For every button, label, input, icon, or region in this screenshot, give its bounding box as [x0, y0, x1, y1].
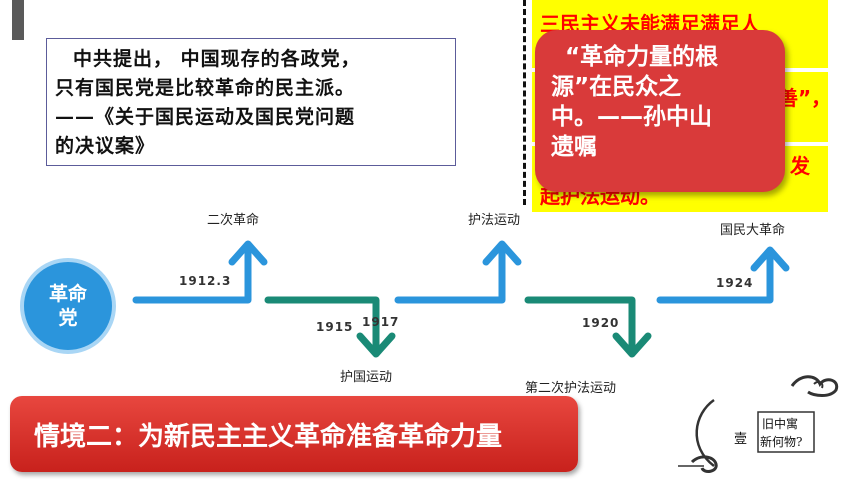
event-second-constitution-protection: 第二次护法运动	[525, 381, 617, 396]
event-constitution-protection: 护法运动	[468, 213, 521, 228]
decoration-line-1: 旧中寓	[762, 417, 799, 431]
timeline-arrows	[132, 240, 790, 358]
decoration-char: 壹	[734, 432, 748, 447]
event-protect-country: 护国运动	[340, 370, 393, 385]
callout-line-2: 源”在民众之	[551, 74, 682, 100]
event-national-revolution: 国民大革命	[720, 223, 786, 238]
dashed-divider	[523, 0, 526, 205]
revolutionary-party-circle: 革命 党	[20, 258, 116, 354]
party-label-2: 党	[58, 307, 78, 329]
event-second-revolution: 二次革命	[207, 213, 260, 228]
decoration-emblem: 壹 旧中寓 新何物?	[674, 362, 854, 478]
quote-line-1: 中共提出， 中国现存的各政党，	[73, 48, 361, 70]
arrow-down-1-head	[356, 332, 396, 358]
year-1917: 1917	[362, 315, 400, 329]
yellow-text-3: 发	[790, 154, 810, 178]
party-label-1: 革命	[48, 283, 87, 305]
callout-line-4: 遗嘱	[551, 134, 597, 160]
arrow-up-3-head	[750, 246, 790, 272]
arrow-down-1	[264, 296, 380, 354]
quote-line-4: 的决议案》	[55, 135, 156, 157]
year-1912: 1912.3	[179, 274, 232, 288]
callout-line-1: “革命力量的根	[565, 44, 719, 70]
scenario-banner: 情境二：为新民主主义革命准备革命力量	[10, 396, 578, 472]
yellow-text-2: 善”，	[778, 86, 832, 110]
arrow-up-3	[656, 248, 774, 304]
arrow-up-1-head	[228, 240, 268, 266]
quote-box: 中共提出， 中国现存的各政党， 只有国民党是比较革命的民主派。 ——《关于国民运…	[46, 38, 456, 166]
arrow-up-2	[394, 242, 506, 304]
banner-title: 情境二：为新民主主义革命准备革命力量	[34, 421, 503, 452]
arrow-down-2	[524, 296, 636, 354]
quote-line-3: ——《关于国民运动及国民党问题	[55, 106, 356, 128]
decoration-line-2: 新何物?	[760, 435, 803, 449]
arrow-up-1	[132, 242, 252, 304]
corner-bar	[12, 0, 24, 40]
year-1920: 1920	[582, 316, 620, 330]
year-1915: 1915	[316, 320, 354, 334]
year-1924: 1924	[716, 276, 754, 290]
cloud-brush-icon	[678, 375, 839, 473]
callout-line-3: 中。——孙中山	[551, 104, 712, 130]
arrow-down-2-head	[612, 332, 652, 358]
quote-line-2: 只有国民党是比较革命的民主派。	[55, 77, 356, 99]
quote-callout: “革命力量的根 源”在民众之 中。——孙中山 遗嘱	[535, 30, 785, 192]
arrow-up-2-head	[482, 240, 522, 266]
